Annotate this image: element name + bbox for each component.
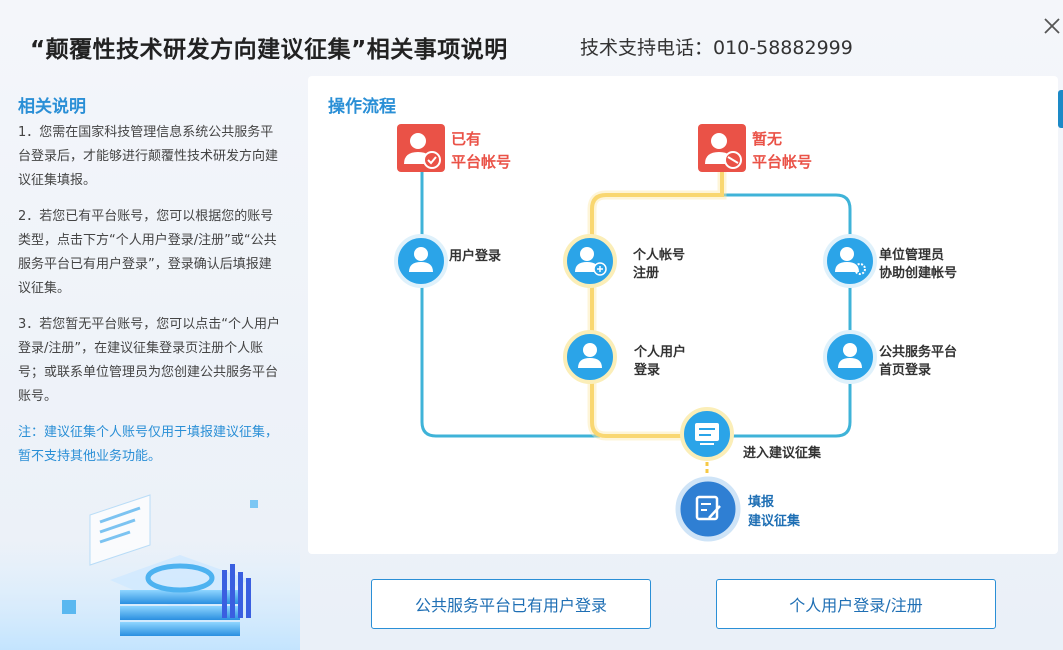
flow-diagram: 已有 平台帐号 暂无 平台帐号 用户登录 个人帐号 注册 [394,124,957,542]
server-illustration [0,494,300,650]
no-account-label-2: 平台帐号 [752,153,812,171]
instruction-paragraph-3: 3．若您暂无平台账号，您可以点击“个人用户登录/注册”，在建议征集登录页注册个人… [18,317,281,404]
personal-login-label-1: 个人用户 [633,344,686,360]
fill-collection-label-1: 填报 [748,494,775,510]
dialog-title: “颠覆性技术研发方向建议征集”相关事项说明 [30,37,508,63]
dialog-header: “颠覆性技术研发方向建议征集”相关事项说明 技术支持电话：010-5888299… [0,0,1063,82]
enter-collection-icon [680,407,734,461]
no-account-label-1: 暂无 [752,130,782,148]
unit-admin-label-2: 协助创建帐号 [879,265,957,281]
platform-login-icon [823,330,877,384]
side-accent-tab [1058,90,1063,128]
flow-line-left [420,172,600,438]
personal-register-label-2: 注册 [633,265,659,281]
flow-line-right [722,193,852,438]
fill-collection-icon [675,476,741,542]
personal-register-label-1: 个人帐号 [632,247,685,263]
user-login-label: 用户登录 [448,248,501,264]
close-icon[interactable] [1040,14,1063,38]
personal-login-icon [563,330,617,384]
flow-line-highlight [590,172,724,438]
has-account-icon [397,124,445,172]
instruction-note: 注：建议征集个人账号仅用于填报建议征集，暂不支持其他业务功能。 [18,425,279,464]
personal-login-label-2: 登录 [633,362,660,378]
fill-collection-label-2: 建议征集 [748,513,801,529]
personal-login-button[interactable]: 个人用户登录/注册 [716,579,996,629]
platform-login-label-2: 首页登录 [879,362,931,378]
has-account-label-2: 平台帐号 [451,153,511,171]
instruction-paragraph-1: 1．您需在国家科技管理信息系统公共服务平台登录后，才能够进行颠覆性技术研发方向建… [18,125,279,188]
unit-admin-label-1: 单位管理员 [879,247,944,263]
unit-admin-icon [823,234,877,288]
instructions-title: 相关说明 [18,97,86,117]
instructions-column: 相关说明 1．您需在国家科技管理信息系统公共服务平台登录后，才能够进行颠覆性技术… [0,82,300,650]
no-account-icon [698,124,746,172]
user-login-icon [394,234,448,288]
has-account-label-1: 已有 [451,130,481,148]
instruction-paragraph-2: 2．若您已有平台账号，您可以根据您的账号类型，点击下方“个人用户登录/注册”或“… [18,209,277,296]
platform-login-label-1: 公共服务平台 [879,344,957,360]
personal-register-icon [563,234,617,288]
enter-collection-label: 进入建议征集 [743,445,822,461]
platform-login-button[interactable]: 公共服务平台已有用户登录 [371,579,651,629]
support-hotline: 技术支持电话：010-58882999 [580,37,853,59]
flow-title: 操作流程 [328,97,396,117]
